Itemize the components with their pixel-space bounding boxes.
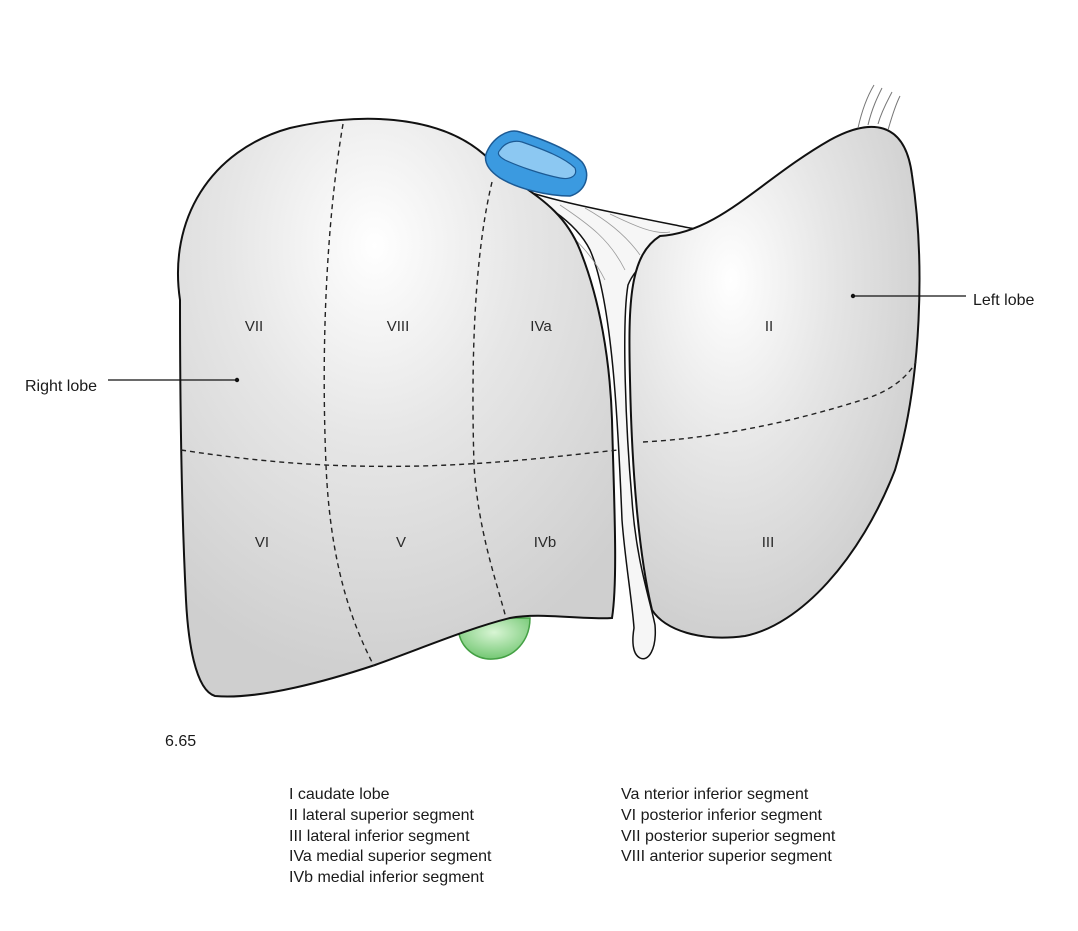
right-lobe-callout: Right lobe [25,378,97,395]
left-triangular-ligament [857,84,901,131]
legend-left-column: I caudate lobe II lateral superior segme… [289,785,491,889]
figure-number: 6.65 [165,733,197,750]
legend-item: VI posterior inferior segment [621,806,822,824]
legend-item: VIII anterior superior segment [621,848,832,866]
legend-item: IVa medial superior segment [289,848,492,866]
inferior-vena-cava [484,130,588,197]
legend-item: III lateral inferior segment [289,827,470,845]
segment-boundaries [180,123,917,667]
legend-item: IVb medial inferior segment [289,869,484,887]
segment-label-ivb: IVb [534,534,557,551]
left-lobe-callout: Left lobe [973,292,1034,309]
legend-item: VII posterior superior segment [621,827,836,845]
segment-label-v: V [396,534,406,551]
legend-item: II lateral superior segment [289,806,474,824]
legend-item: Va nterior inferior segment [621,786,809,803]
ligament-fibers [544,204,671,281]
legend-right-column: Va nterior inferior segment VI posterior… [621,785,835,868]
legend-item: I caudate lobe [289,786,390,803]
segment-label-vi: VI [255,534,269,551]
right-lobe-shape [177,117,617,698]
right-lobe-leader-dot [234,377,240,383]
left-lobe-shape [628,126,921,639]
segment-label-iii: III [762,534,775,551]
segment-label-ii: II [765,318,773,335]
segment-label-iva: IVa [530,318,552,335]
segment-label-vii: VII [245,318,263,335]
segment-label-viii: VIII [387,318,410,335]
left-lobe-leader-dot [850,293,856,299]
